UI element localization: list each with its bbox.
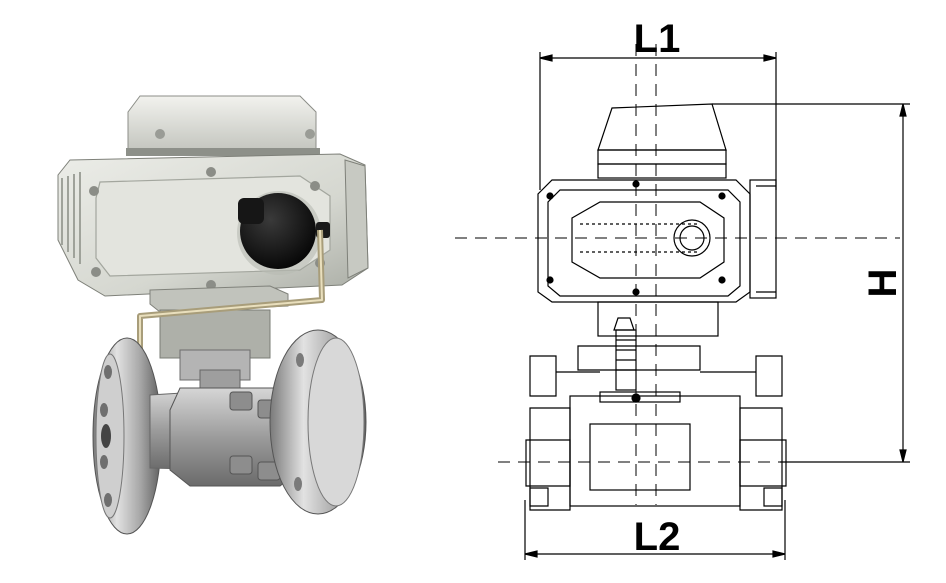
- left-flange-bore: [101, 424, 111, 448]
- right-flange-face: [307, 337, 365, 507]
- drawing-bonnet: [599, 391, 681, 403]
- drawing-left-hub: [525, 439, 571, 487]
- drawing-knob-inner: [679, 225, 705, 251]
- drawing-bracket: [577, 345, 701, 371]
- cover-seam: [126, 148, 320, 156]
- dimension-drawing: [455, 44, 910, 560]
- l1-label: L1: [634, 17, 681, 61]
- drawing-actuator-inner: [547, 189, 741, 297]
- l2-label: L2: [634, 515, 681, 559]
- drawing-right-flange: [739, 407, 783, 511]
- drawing-top-band: [597, 149, 727, 165]
- drawing-top-band-2: [597, 163, 727, 179]
- h-dimension: [712, 103, 910, 463]
- drawing-knob: [673, 219, 711, 257]
- drawing-actuator-body: [537, 179, 751, 303]
- knob-grip: [238, 198, 264, 224]
- drawing-upper-left-flange: [529, 355, 557, 397]
- drawing-side-cap: [749, 179, 777, 299]
- drawing-ball-chamber: [589, 423, 691, 491]
- drawing-cover-plate: [571, 201, 725, 279]
- l2-dimension: [524, 500, 786, 560]
- drawing-right-hub: [739, 439, 787, 487]
- drawing-base: [597, 301, 719, 337]
- cover-screw: [155, 129, 165, 139]
- l1-dimension: [539, 52, 777, 190]
- drawing-upper-right-flange: [755, 355, 783, 397]
- left-flange-bolt-holes: [100, 365, 112, 507]
- centerlines: [455, 44, 900, 505]
- cover-screw: [305, 129, 315, 139]
- drawing-actuator-top: [597, 103, 727, 151]
- drawing-left-flange: [529, 407, 571, 511]
- drawing-stem-top: [613, 317, 635, 331]
- drawing-screws: [546, 180, 726, 296]
- h-label: H: [861, 269, 905, 298]
- right-flange-bolt-holes: [294, 353, 304, 491]
- cooling-fins: [61, 172, 81, 264]
- actuator-side-cap: [344, 159, 369, 279]
- actuator-top-cover: [127, 95, 317, 151]
- valve-photo: [57, 95, 369, 535]
